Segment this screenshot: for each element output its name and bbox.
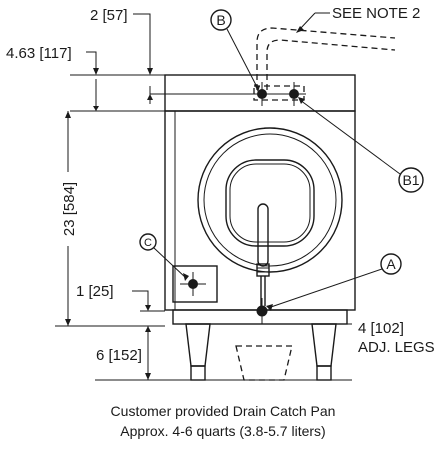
left-leg-foot: [190, 365, 206, 381]
leg-height-dimension: [145, 340, 151, 380]
callout-a-label: A: [386, 256, 396, 272]
legs: [185, 323, 337, 381]
drain-pipe-coupling: [256, 263, 270, 277]
optional-pipe-dashed: [253, 27, 396, 101]
door-outer-ring: [197, 127, 343, 273]
dim-leg-adjust: 4 [102]: [358, 320, 404, 337]
callout-c-label: C: [144, 237, 152, 249]
right-leg: [311, 323, 337, 367]
dim-top-offset: 2 [57]: [90, 7, 128, 24]
dim-leg-adjust-note: ADJ. LEGS: [358, 339, 435, 356]
connection-a: [256, 298, 268, 324]
dim-leg-height: 6 [152]: [96, 347, 142, 364]
note-leader: [299, 12, 316, 30]
callout-b1-label: B1: [402, 172, 419, 188]
drain-pipe: [257, 203, 269, 267]
callout-b-label: B: [216, 12, 225, 28]
control-box-outline: [172, 265, 218, 303]
dim-top-height: 4.63 [117]: [6, 45, 72, 62]
door-assembly: [197, 127, 343, 306]
caption-line-1: Customer provided Drain Catch Pan: [111, 403, 336, 419]
dim-bottom-offset: 1 [25]: [76, 283, 114, 300]
door-inner-ring: [203, 133, 337, 267]
door-window: [225, 159, 315, 247]
connections-b: [245, 82, 306, 106]
callout-b: [210, 9, 260, 92]
dim-body-height: 23 [584]: [61, 182, 78, 236]
bottom-offset-dimension: [132, 290, 165, 340]
caption-line-2: Approx. 4-6 quarts (3.8-5.7 liters): [120, 423, 325, 439]
right-leg-foot: [316, 365, 332, 381]
left-leg: [185, 323, 211, 367]
top-dimensions: [70, 13, 245, 112]
callout-c: [139, 233, 189, 281]
control-box: [172, 265, 218, 303]
drain-catch-pan: [235, 345, 293, 381]
callout-b1: [298, 97, 424, 193]
door-window-inner: [229, 163, 311, 243]
see-note-label: SEE NOTE 2: [332, 5, 420, 22]
callout-a: [266, 253, 402, 311]
